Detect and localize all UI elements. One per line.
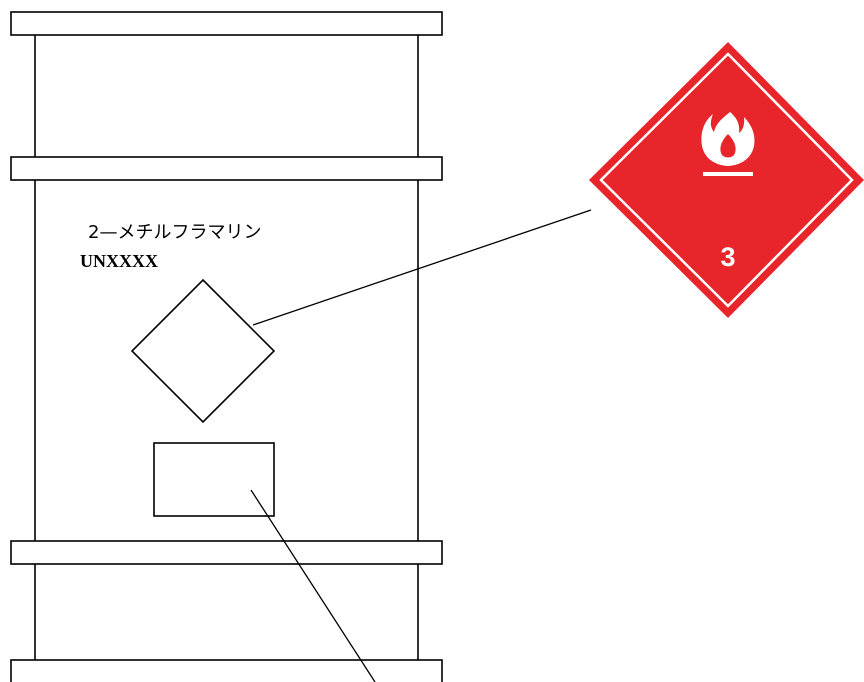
product-name: 2—メチルフラマリン (88, 222, 261, 243)
drum-bottom-rim (10, 659, 443, 682)
hazard-label-leader-line (252, 209, 592, 326)
un-number: UNXXXX (80, 251, 158, 271)
product-info-placeholder (153, 442, 275, 517)
drum-lower-hoop (10, 540, 443, 565)
drum-top-rim (10, 11, 443, 36)
drum (10, 11, 443, 682)
hazard-label-placeholder (130, 278, 276, 424)
info-placeholder-leader-line (250, 489, 376, 682)
hazard-label-inner-border (599, 52, 854, 308)
hazard-class-number: 3 (720, 242, 735, 272)
drum-upper-hoop (10, 156, 443, 181)
hazard-label-background (589, 42, 864, 318)
flame-icon (701, 112, 755, 176)
class-3-hazard-label: 3 (589, 42, 864, 318)
